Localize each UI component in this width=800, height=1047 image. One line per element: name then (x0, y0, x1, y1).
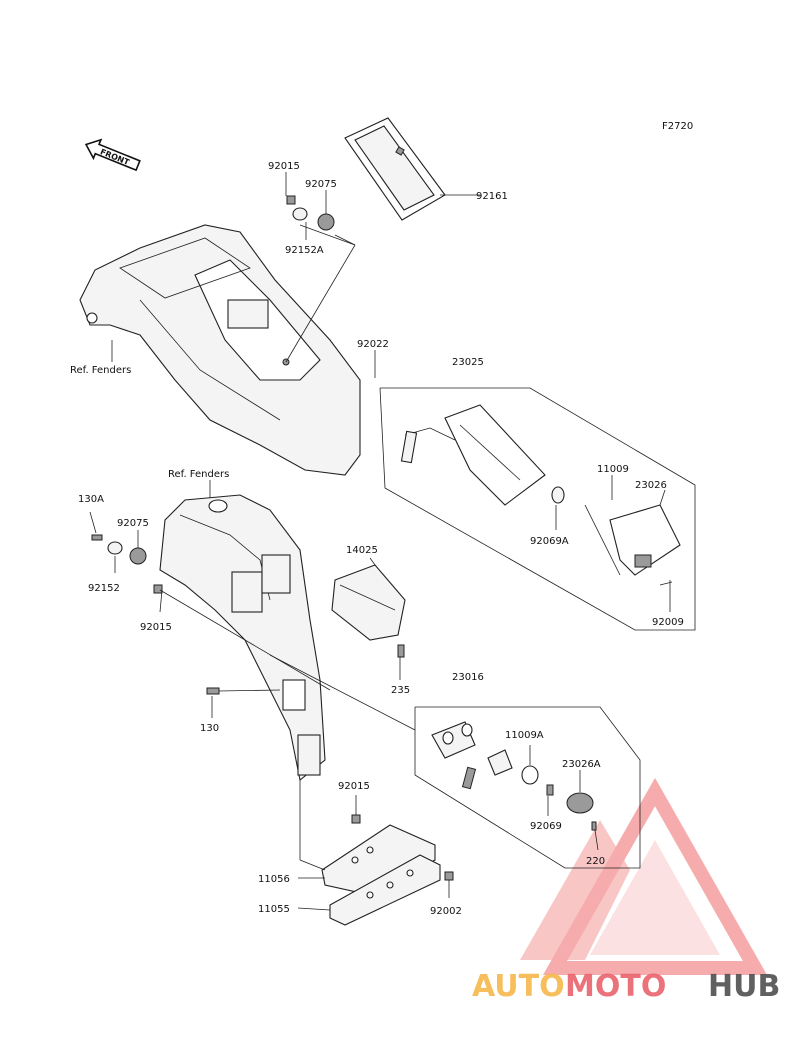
ref-fenders-mid: Ref. Fenders (168, 469, 229, 480)
label-235: 235 (391, 685, 410, 696)
label-130: 130 (200, 723, 219, 734)
lens-23026 (584, 504, 681, 586)
label-92015-mid: 92015 (140, 622, 172, 633)
label-11055: 11055 (258, 904, 290, 915)
label-14025: 14025 (346, 545, 378, 556)
label-92022: 92022 (357, 339, 389, 350)
assembly-box-23025 (379, 387, 696, 631)
watermark-text: AUTO MOTO HUB (472, 969, 780, 1004)
cover-14025 (331, 564, 406, 641)
label-11009: 11009 (597, 464, 629, 475)
fasteners-left-icon (91, 534, 405, 695)
rear-fender-lower (159, 494, 326, 781)
svg-text:MOTO: MOTO (565, 969, 666, 1004)
label-23026: 23026 (635, 480, 667, 491)
label-11056: 11056 (258, 874, 290, 885)
license-lamp-23016 (414, 706, 641, 869)
figure-code: F2720 (662, 121, 693, 132)
label-92161: 92161 (476, 191, 508, 202)
label-92075-mid: 92075 (117, 518, 149, 529)
svg-text:AUTO: AUTO (472, 969, 565, 1004)
label-11009A: 11009A (505, 730, 544, 741)
label-130A: 130A (78, 494, 104, 505)
label-92069: 92069 (530, 821, 562, 832)
label-23026A: 23026A (562, 759, 601, 770)
label-92002: 92002 (430, 906, 462, 917)
bolt-92152A-icon (286, 195, 335, 231)
label-23016: 23016 (452, 672, 484, 683)
svg-text:HUB: HUB (708, 969, 780, 1004)
label-23025: 23025 (452, 357, 484, 368)
label-92075-top: 92075 (305, 179, 337, 190)
taillight-23025 (400, 404, 565, 506)
watermark-logo (520, 777, 768, 975)
label-92152A: 92152A (285, 245, 324, 256)
label-92009: 92009 (652, 617, 684, 628)
label-92015-top: 92015 (268, 161, 300, 172)
label-92069A: 92069A (530, 536, 569, 547)
leader-lines (89, 172, 671, 911)
label-220: 220 (586, 856, 605, 867)
bracket-11056 (321, 824, 436, 896)
ref-fenders-top: Ref. Fenders (70, 365, 131, 376)
label-92152: 92152 (88, 583, 120, 594)
bracket-11055 (329, 814, 454, 926)
reflector-92161 (344, 117, 446, 221)
rear-fender-upper (79, 224, 361, 476)
front-arrow-icon: FRONT (84, 138, 141, 172)
label-92015-low: 92015 (338, 781, 370, 792)
